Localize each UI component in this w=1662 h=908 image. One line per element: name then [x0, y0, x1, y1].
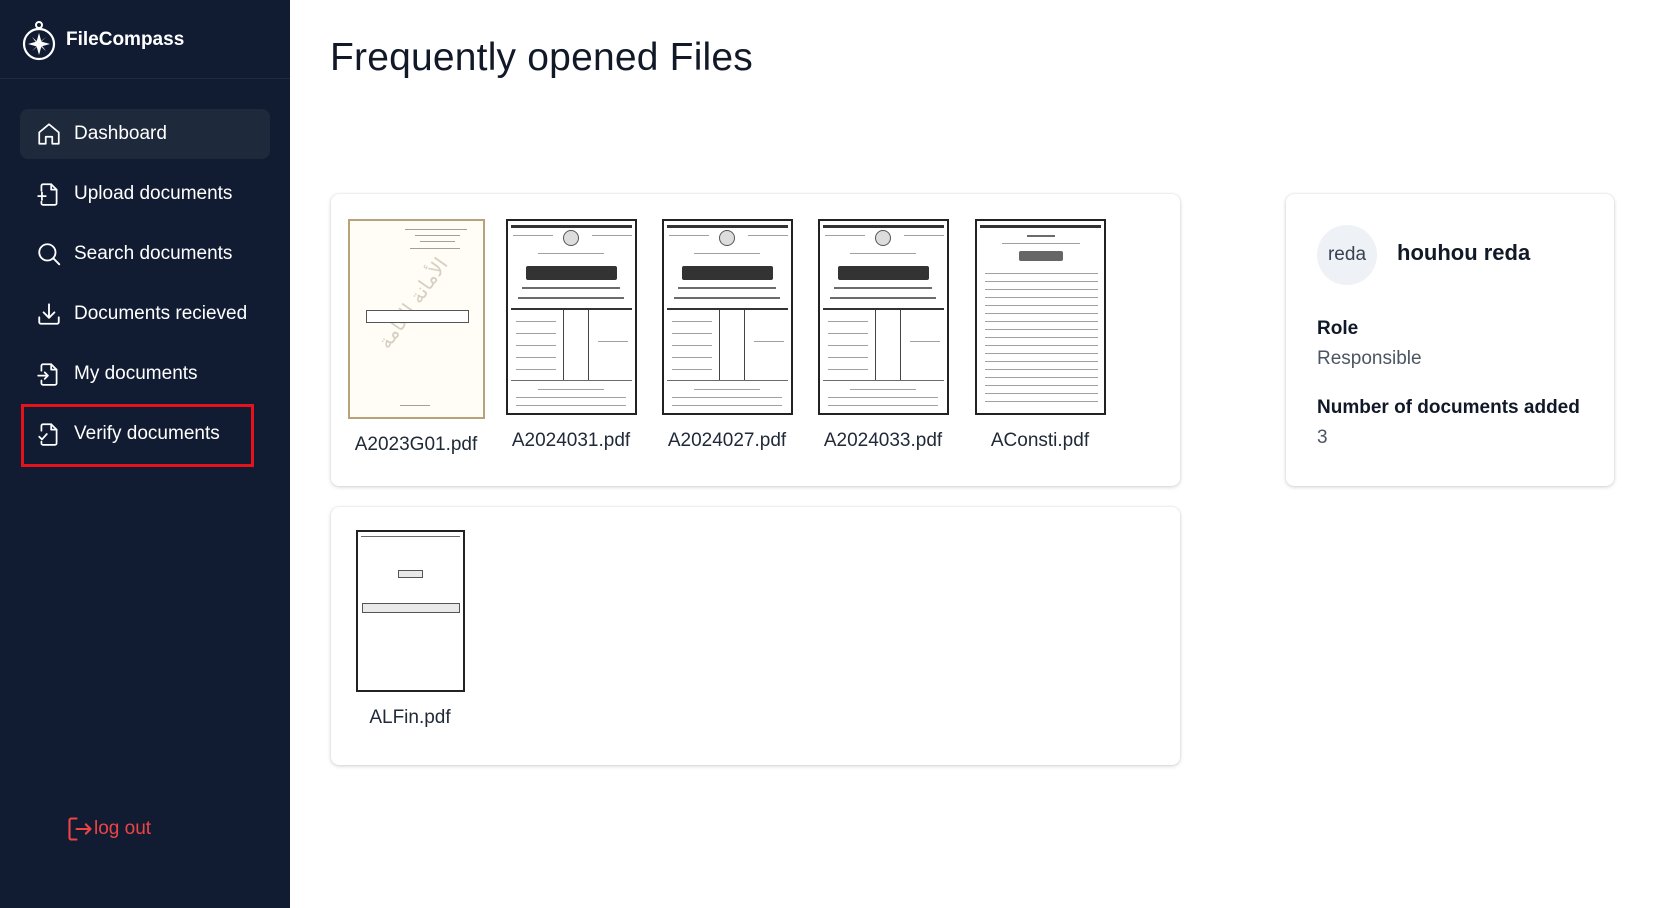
- profile-name: houhou reda: [1397, 240, 1531, 265]
- file-name: ALFin.pdf: [369, 707, 451, 728]
- docs-count-value: 3: [1317, 427, 1328, 448]
- sidebar-item-documents-recieved[interactable]: Documents recieved: [20, 289, 270, 339]
- brand-name: FileCompass: [66, 29, 185, 50]
- sidebar-item-dashboard[interactable]: Dashboard: [20, 109, 270, 159]
- sidebar-item-label: Upload documents: [74, 183, 233, 204]
- file-name: AConsti.pdf: [990, 430, 1090, 451]
- sidebar-divider: [0, 78, 290, 79]
- file-thumbnail: [817, 219, 949, 415]
- file-plus-icon: [36, 181, 62, 207]
- profile-card: reda houhou reda Role Responsible Number…: [1286, 194, 1614, 486]
- file-thumbnail: [661, 219, 793, 415]
- file-item[interactable]: AConsti.pdf: [960, 219, 1120, 452]
- sidebar-item-label: Verify documents: [74, 423, 220, 444]
- search-icon: [36, 241, 62, 267]
- logout-icon: [66, 815, 94, 843]
- file-item[interactable]: A2024033.pdf: [803, 219, 963, 452]
- page-title: Frequently opened Files: [330, 36, 754, 79]
- sidebar-item-search-documents[interactable]: Search documents: [20, 229, 270, 279]
- file-check-icon: [36, 421, 62, 447]
- role-label: Role: [1317, 318, 1359, 339]
- file-thumbnail: [355, 530, 465, 692]
- files-card: الأمانة العامة A2023G01.pdf: [331, 194, 1180, 486]
- sidebar-item-my-documents[interactable]: My documents: [20, 349, 270, 399]
- sidebar-item-label: Dashboard: [74, 123, 167, 144]
- file-import-icon: [36, 361, 62, 387]
- sidebar-item-upload-documents[interactable]: Upload documents: [20, 169, 270, 219]
- file-item[interactable]: A2024031.pdf: [491, 219, 651, 452]
- file-name: A2024027.pdf: [667, 430, 787, 451]
- file-thumbnail: الأمانة العامة: [347, 219, 485, 419]
- file-thumbnail: [974, 219, 1106, 415]
- sidebar-nav: Dashboard Upload documents Search docume…: [20, 109, 270, 469]
- avatar: reda: [1317, 225, 1377, 285]
- logout-label: log out: [94, 818, 152, 839]
- sidebar-item-label: My documents: [74, 363, 198, 384]
- file-item[interactable]: ALFin.pdf: [330, 530, 490, 729]
- file-name: A2023G01.pdf: [354, 434, 478, 455]
- file-name: A2024033.pdf: [823, 430, 943, 451]
- files-card: ALFin.pdf: [331, 507, 1180, 765]
- file-item[interactable]: A2024027.pdf: [647, 219, 807, 452]
- compass-icon: [20, 18, 58, 62]
- logout-button[interactable]: log out: [66, 815, 151, 843]
- file-name: A2024031.pdf: [511, 430, 631, 451]
- brand[interactable]: FileCompass: [20, 18, 184, 62]
- docs-count-label: Number of documents added: [1317, 397, 1580, 418]
- file-item[interactable]: الأمانة العامة A2023G01.pdf: [336, 219, 496, 456]
- sidebar: FileCompass Dashboard Upload documents: [0, 0, 290, 908]
- sidebar-item-verify-documents[interactable]: Verify documents: [20, 409, 270, 459]
- sidebar-item-label: Search documents: [74, 243, 233, 264]
- file-thumbnail: [505, 219, 637, 415]
- download-icon: [36, 301, 62, 327]
- home-icon: [36, 121, 62, 147]
- role-value: Responsible: [1317, 348, 1422, 369]
- sidebar-item-label: Documents recieved: [74, 303, 248, 324]
